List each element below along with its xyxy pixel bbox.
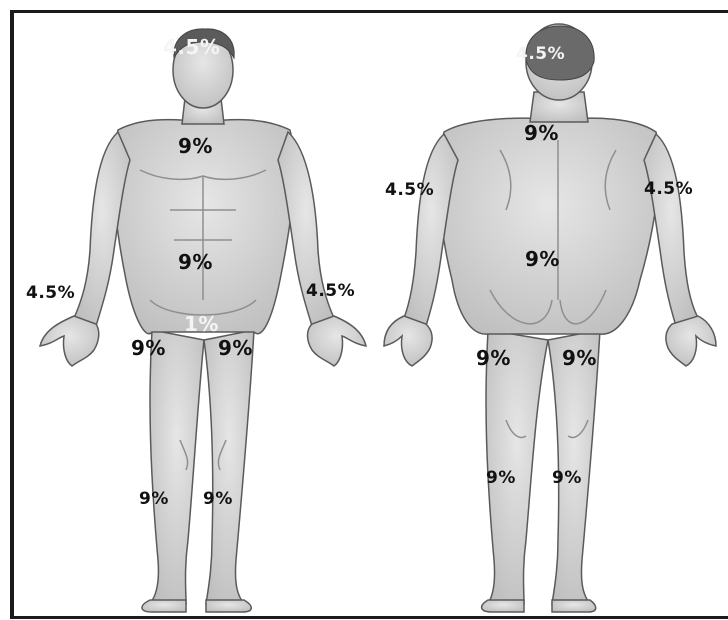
back-figure	[384, 24, 716, 612]
front-left-leg	[150, 330, 204, 604]
back-lower-leg-right-label: 9%	[552, 468, 582, 488]
back-right-foot	[552, 600, 596, 612]
back-lower-back-label: 9%	[525, 247, 560, 271]
back-head-label: 4.5%	[516, 44, 565, 64]
front-left-hand	[40, 316, 99, 366]
back-right-leg	[548, 330, 600, 604]
front-upper-leg-left-label: 9%	[131, 336, 166, 360]
front-lower-leg-left-label: 9%	[139, 489, 169, 509]
back-upper-back-label: 9%	[524, 121, 559, 145]
front-left-foot	[142, 600, 186, 612]
back-upper-leg-right-label: 9%	[562, 346, 597, 370]
front-right-hand	[308, 316, 367, 366]
front-lower-leg-right-label: 9%	[203, 489, 233, 509]
front-abdomen-label: 9%	[178, 250, 213, 274]
front-right-leg	[204, 330, 254, 604]
front-right-foot	[206, 600, 251, 612]
front-upper-leg-right-label: 9%	[218, 336, 253, 360]
front-groin-label: 1%	[184, 312, 219, 336]
back-torso	[439, 118, 659, 334]
back-right-hand	[666, 316, 716, 366]
front-arm-left-label: 4.5%	[26, 283, 75, 303]
back-arm-right-label: 4.5%	[644, 179, 693, 199]
front-arm-right-label: 4.5%	[306, 281, 355, 301]
back-upper-leg-left-label: 9%	[476, 346, 511, 370]
front-head-label: 4.5%	[163, 35, 220, 59]
back-arm-left-label: 4.5%	[385, 180, 434, 200]
front-chest-label: 9%	[178, 134, 213, 158]
back-left-leg	[486, 330, 548, 604]
back-left-hand	[384, 316, 432, 366]
back-lower-leg-left-label: 9%	[486, 468, 516, 488]
back-left-foot	[482, 600, 524, 612]
